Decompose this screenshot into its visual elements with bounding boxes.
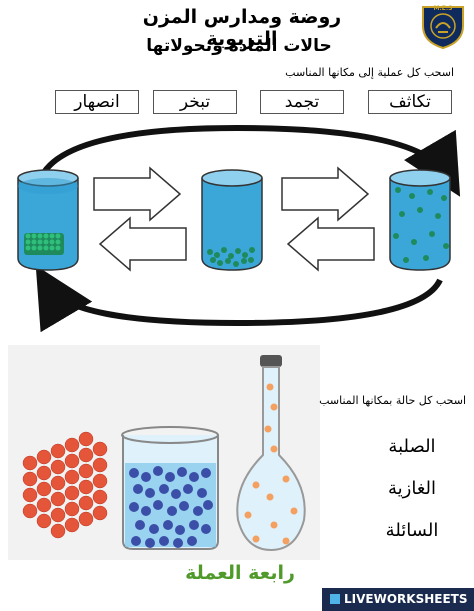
top-arc-arrow <box>37 124 461 197</box>
beaker-liquid <box>201 169 263 271</box>
logo-text: M.E.S <box>433 5 453 12</box>
word-melting[interactable]: انصهار <box>55 90 139 114</box>
gas-flask <box>236 355 306 552</box>
liveworksheets-footer[interactable]: LIVEWORKSHEETS <box>322 588 474 611</box>
state-cycle-diagram <box>17 124 461 333</box>
arrow-left-1 <box>98 216 187 272</box>
word-evaporation[interactable]: تبخر <box>153 90 237 114</box>
states-instruction: اسحب كل حالة بمكانها المناسب <box>319 394 466 407</box>
arrow-right-1 <box>93 166 182 222</box>
word-condensation[interactable]: تكاثف <box>368 90 452 114</box>
solid-particles <box>22 431 108 539</box>
shield-icon <box>422 6 464 50</box>
state-solid[interactable]: الصلبة <box>388 436 436 457</box>
state-liquid[interactable]: السائلة <box>385 520 439 541</box>
brand-icon <box>330 594 340 604</box>
beaker-solid <box>17 169 79 271</box>
states-illustration <box>8 345 320 560</box>
school-name: روضة ومدارس المزن التربوية <box>142 6 342 50</box>
arrow-right-2 <box>281 166 370 222</box>
state-gas[interactable]: الغازية <box>387 478 436 499</box>
arrow-left-2 <box>286 216 375 272</box>
bottom-arc-arrow <box>35 265 443 333</box>
worksheet-title: حالات المادة وتحولاتها <box>146 36 332 56</box>
worksheet-link[interactable]: رابعة العملة <box>185 562 295 584</box>
beaker-gas <box>389 169 451 271</box>
brand-text: LIVEWORKSHEETS <box>344 592 468 606</box>
school-logo: M.E.S <box>418 4 468 50</box>
liquid-beaker <box>121 426 219 550</box>
process-instruction: اسحب كل عملية إلى مكانها المناسب <box>285 66 454 79</box>
word-freezing[interactable]: تجمد <box>260 90 344 114</box>
